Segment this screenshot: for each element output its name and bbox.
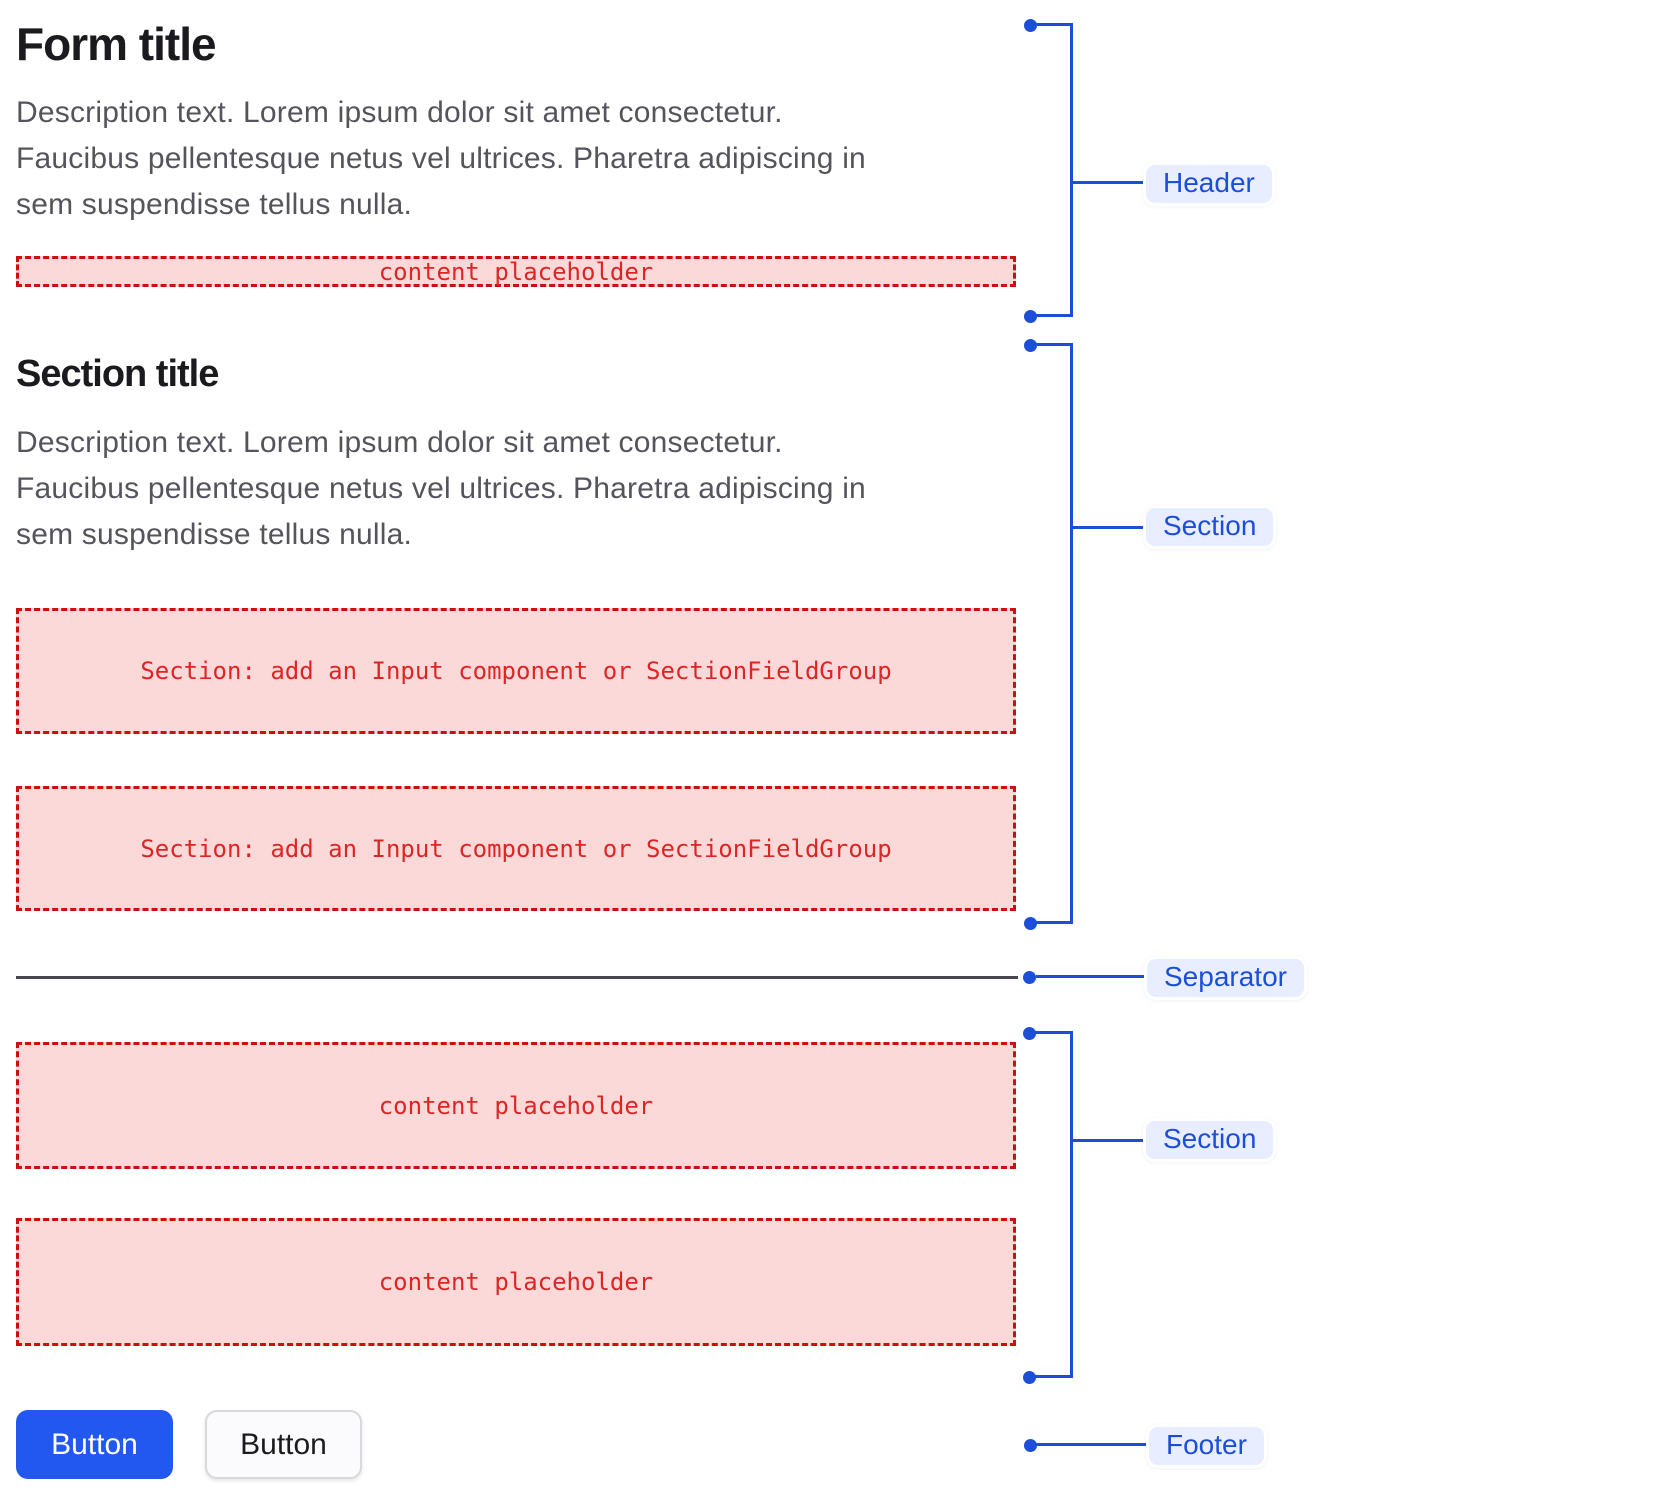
secondary-button[interactable]: Button [205,1410,362,1479]
section1-bracket-bottom-dot [1024,917,1037,930]
section2-bracket-bottom-dot [1023,1371,1036,1384]
header-content-placeholder: content placeholder [16,256,1016,287]
section-title: Section title [16,353,219,395]
primary-button[interactable]: Button [16,1410,173,1479]
section2-bracket-bottom-stub [1029,1375,1073,1378]
header-bracket-top-stub [1030,23,1073,26]
section1-label: Section [1143,505,1277,549]
section-input-placeholder: Section: add an Input component or Secti… [16,608,1016,734]
header-bracket-bottom-stub [1030,314,1073,317]
header-bracket-bottom-dot [1024,310,1037,323]
section2-bracket-top-stub [1029,1031,1073,1034]
separator-label-connector [1036,975,1144,978]
section-description-line: sem suspendisse tellus nulla. [16,518,413,551]
section-content-placeholder: content placeholder [16,1218,1016,1346]
section1-bracket-top-stub [1030,343,1073,346]
section-input-placeholder: Section: add an Input component or Secti… [16,786,1016,911]
footer-label: Footer [1146,1424,1267,1468]
section2-label-connector [1072,1139,1143,1142]
footer-label-connector [1036,1443,1146,1446]
header-bracket-line [1070,23,1073,317]
section1-label-connector [1072,526,1143,529]
separator-label: Separator [1144,956,1307,1000]
section2-label: Section [1143,1118,1277,1162]
form-title: Form title [16,18,217,70]
form-description-line: sem suspendisse tellus nulla. [16,188,413,221]
header-label-connector [1072,181,1143,184]
section-description: Description text. Lorem ipsum dolor sit … [16,420,866,558]
form-description-line: Faucibus pellentesque netus vel ultrices… [16,142,866,175]
section1-bracket-bottom-stub [1030,921,1073,924]
separator-dot [1023,971,1036,984]
section-content-placeholder: content placeholder [16,1042,1016,1169]
section-description-line: Faucibus pellentesque netus vel ultrices… [16,472,866,505]
footer-dot [1024,1439,1037,1452]
form-description: Description text. Lorem ipsum dolor sit … [16,90,866,228]
section-description-line: Description text. Lorem ipsum dolor sit … [16,426,783,459]
section2-bracket-line [1070,1031,1073,1378]
separator-line [16,976,1018,979]
section1-bracket-line [1070,343,1073,924]
header-label: Header [1143,162,1275,206]
form-description-line: Description text. Lorem ipsum dolor sit … [16,96,783,129]
